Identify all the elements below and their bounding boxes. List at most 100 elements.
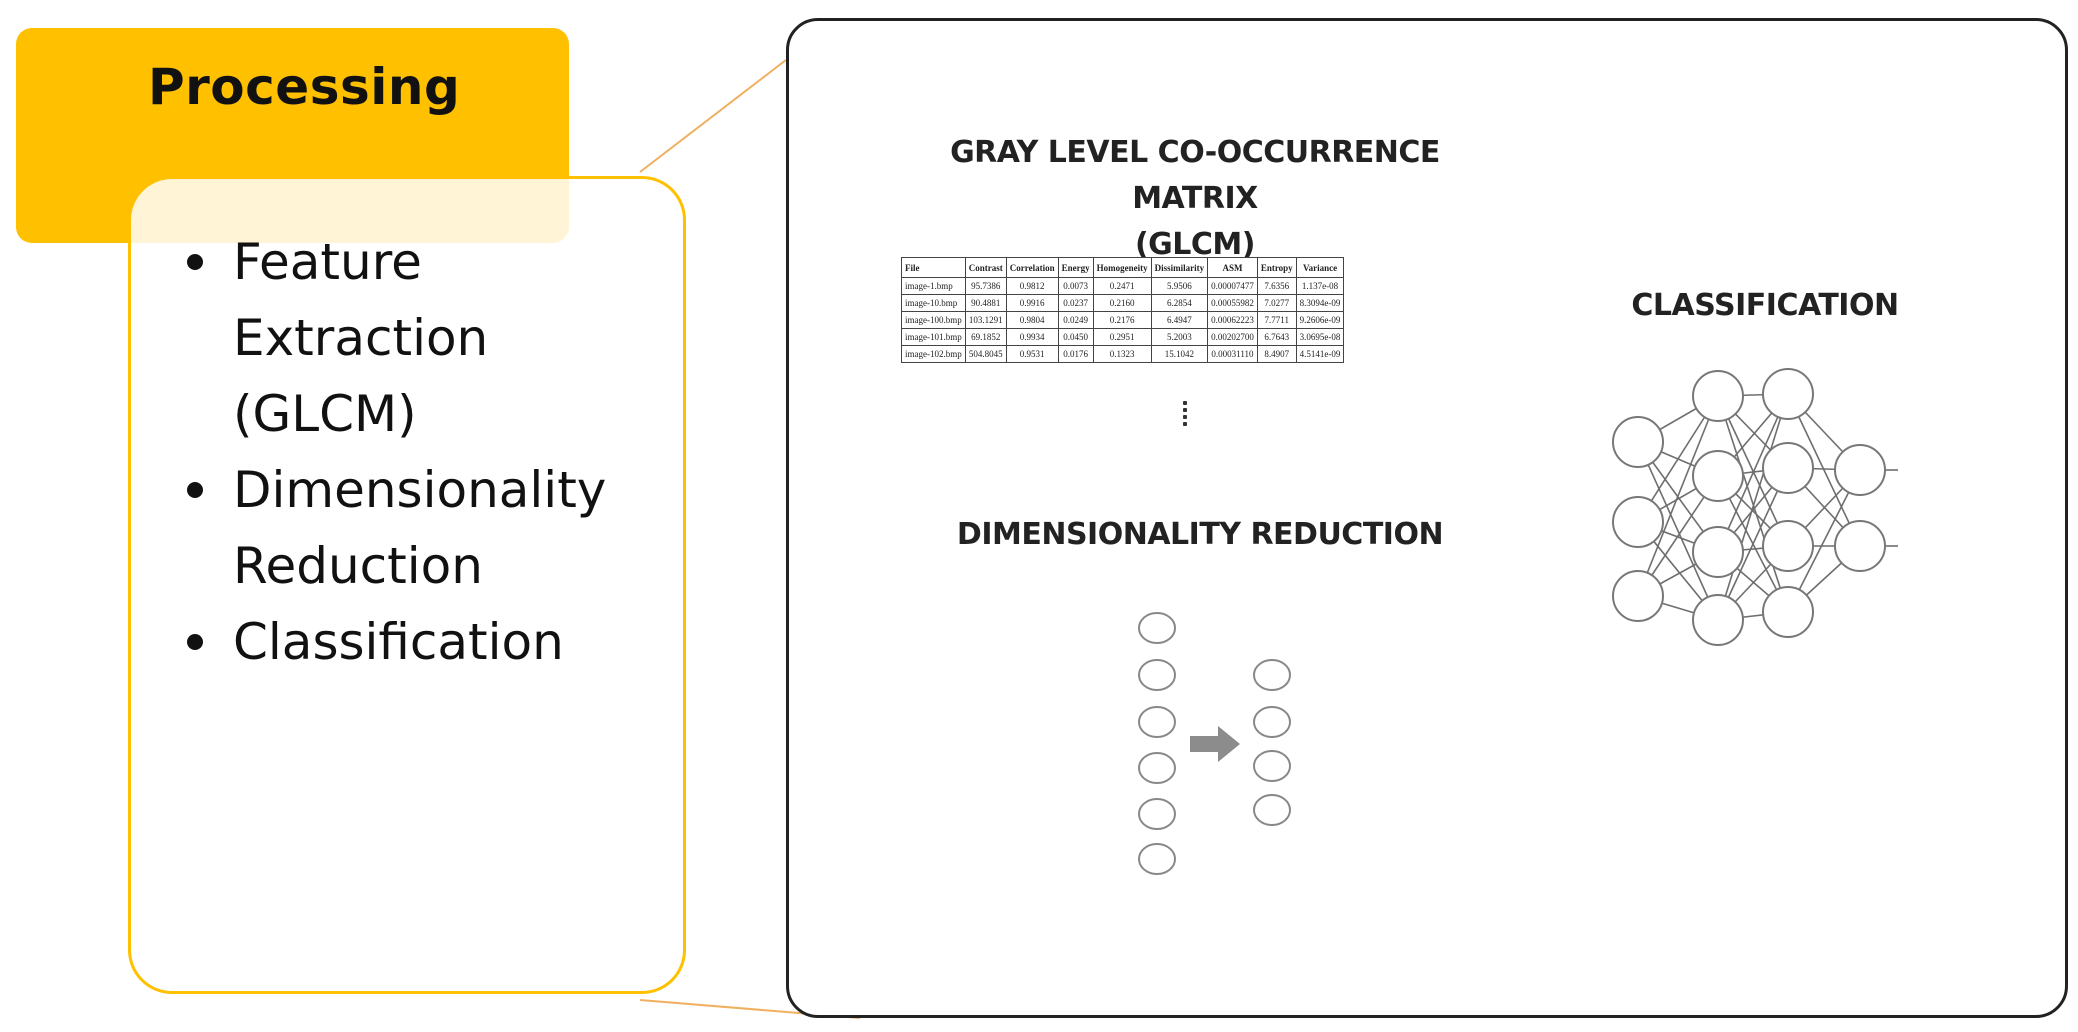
table-cell: 0.00007477 xyxy=(1207,277,1258,295)
table-cell: 0.9531 xyxy=(1005,345,1059,363)
network-edge xyxy=(1717,395,1789,547)
input-node xyxy=(1138,752,1176,784)
table-cell: 15.1042 xyxy=(1150,345,1209,363)
input-node xyxy=(1138,843,1176,875)
input-layer-node xyxy=(1612,496,1664,548)
network-edge xyxy=(1787,393,1861,547)
output-node xyxy=(1253,794,1291,826)
dimensionality-reduction-figure xyxy=(1138,612,1291,875)
table-cell: 0.9934 xyxy=(1005,328,1059,346)
table-cell: 0.9916 xyxy=(1005,294,1059,312)
table-cell: image-1.bmp xyxy=(901,277,966,295)
processing-steps-list: Feature Extraction (GLCM) Dimensionality… xyxy=(183,224,643,680)
more-rows-ellipsis-icon xyxy=(1183,401,1189,429)
table-header-cell: Dissimilarity xyxy=(1150,257,1209,278)
table-cell: 1.137e-08 xyxy=(1295,277,1345,295)
table-cell: 0.2176 xyxy=(1092,311,1152,329)
table-cell: 5.9506 xyxy=(1150,277,1209,295)
table-cell: 504.8045 xyxy=(964,345,1007,363)
neural-network-figure xyxy=(1612,368,1898,646)
table-cell: 0.0450 xyxy=(1057,328,1094,346)
network-edge xyxy=(1717,393,1789,621)
table-cell: 6.4947 xyxy=(1150,311,1209,329)
input-node xyxy=(1138,706,1176,738)
table-cell: 6.2854 xyxy=(1150,294,1209,312)
hidden-layer-node xyxy=(1692,594,1744,646)
glcm-heading: GRAY LEVEL CO-OCCURRENCE MATRIX (GLCM) xyxy=(900,130,1490,268)
table-cell: image-102.bmp xyxy=(901,345,966,363)
table-cell: 7.6356 xyxy=(1256,277,1297,295)
table-cell: 7.0277 xyxy=(1256,294,1297,312)
hidden-layer-node xyxy=(1762,520,1814,572)
table-cell: 0.9804 xyxy=(1005,311,1059,329)
network-edge xyxy=(1637,441,1719,621)
table-cell: 9.2606e-09 xyxy=(1295,311,1345,329)
table-cell: 0.0249 xyxy=(1057,311,1094,329)
output-node xyxy=(1253,659,1291,691)
input-node xyxy=(1138,612,1176,644)
table-cell: 0.0176 xyxy=(1057,345,1094,363)
glcm-heading-line2: (GLCM) xyxy=(1134,227,1256,262)
table-cell: 69.1852 xyxy=(964,328,1007,346)
table-cell: 6.7643 xyxy=(1256,328,1297,346)
table-cell: 0.2951 xyxy=(1092,328,1152,346)
glcm-feature-table: File Contrast Correlation Energy Homogen… xyxy=(901,257,1345,363)
table-cell: 0.2160 xyxy=(1092,294,1152,312)
network-edge xyxy=(1717,395,1789,613)
input-node xyxy=(1138,798,1176,830)
table-header-row: File Contrast Correlation Energy Homogen… xyxy=(901,257,1345,278)
table-cell: 0.0237 xyxy=(1057,294,1094,312)
table-cell: 95.7386 xyxy=(964,277,1007,295)
input-node xyxy=(1138,659,1176,691)
table-header-cell: Homogeneity xyxy=(1092,257,1152,278)
table-cell: 8.4907 xyxy=(1256,345,1297,363)
output-layer-node xyxy=(1834,520,1886,572)
network-edge xyxy=(1717,393,1789,553)
table-cell: 0.00055982 xyxy=(1207,294,1258,312)
table-header-cell: File xyxy=(901,257,966,278)
table-cell: 0.9812 xyxy=(1005,277,1059,295)
output-node xyxy=(1253,706,1291,738)
network-edge xyxy=(1637,395,1719,597)
network-edge xyxy=(1717,467,1789,621)
table-cell: image-100.bmp xyxy=(901,311,966,329)
table-cell: 0.0073 xyxy=(1057,277,1094,295)
table-cell: 0.00062223 xyxy=(1207,311,1258,329)
hidden-layer-node xyxy=(1762,586,1814,638)
output-node xyxy=(1253,750,1291,782)
table-header-cell: Energy xyxy=(1057,257,1094,278)
table-cell: 5.2003 xyxy=(1150,328,1209,346)
table-cell: 7.7711 xyxy=(1256,311,1297,329)
step-feature-extraction: Feature Extraction (GLCM) xyxy=(183,224,643,452)
table-header-cell: Correlation xyxy=(1005,257,1059,278)
table-cell: 8.3094e-09 xyxy=(1295,294,1345,312)
step-dimensionality-reduction: Dimensionality Reduction xyxy=(183,452,643,604)
output-layer-node xyxy=(1834,444,1886,496)
table-cell: 0.00202700 xyxy=(1207,328,1258,346)
glcm-heading-line1: GRAY LEVEL CO-OCCURRENCE MATRIX xyxy=(950,135,1440,216)
table-header-cell: Entropy xyxy=(1256,257,1297,278)
table-cell: image-10.bmp xyxy=(901,294,966,312)
table-header-cell: Variance xyxy=(1295,257,1345,278)
table-header-cell: ASM xyxy=(1207,257,1258,278)
network-edge xyxy=(1787,469,1861,613)
table-cell: 0.2471 xyxy=(1092,277,1152,295)
step-classification: Classification xyxy=(183,604,643,680)
hidden-layer-node xyxy=(1762,442,1814,494)
table-header-cell: Contrast xyxy=(964,257,1007,278)
classification-heading: CLASSIFICATION xyxy=(1631,288,1899,323)
processing-title: Processing xyxy=(148,58,461,116)
hidden-layer-node xyxy=(1762,368,1814,420)
table-cell: 0.1323 xyxy=(1092,345,1152,363)
arrow-right-icon xyxy=(1190,726,1240,762)
dimensionality-reduction-heading: DIMENSIONALITY REDUCTION xyxy=(956,517,1444,552)
table-cell: 3.0695e-08 xyxy=(1295,328,1345,346)
processing-steps-box xyxy=(128,176,686,994)
table-cell: 0.00031110 xyxy=(1207,345,1258,363)
input-layer-node xyxy=(1612,416,1664,468)
